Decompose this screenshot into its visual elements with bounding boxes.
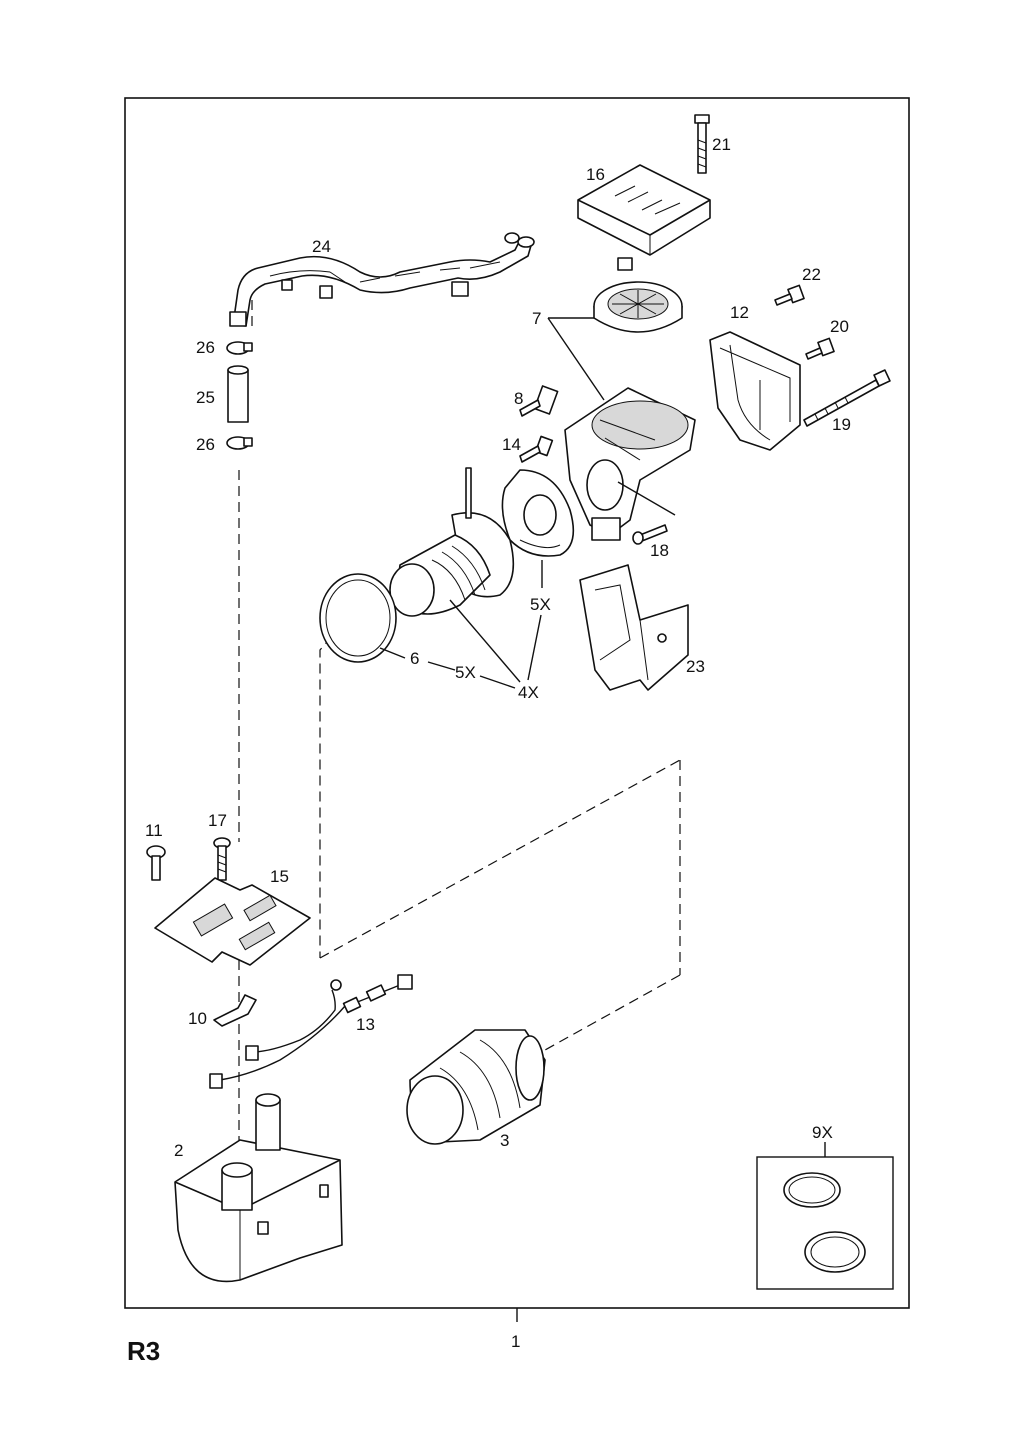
callout-14: 14 (502, 435, 521, 454)
screw-22 (774, 284, 805, 306)
callout-2: 2 (174, 1141, 183, 1160)
motor-7 (593, 281, 683, 333)
callout-7: 7 (532, 309, 541, 328)
hose-clamp-26-lower (226, 436, 253, 450)
callout-18: 18 (650, 541, 669, 560)
gasket-5x (501, 469, 575, 557)
hose-25 (227, 365, 249, 423)
wiring-harness-13 (209, 974, 413, 1089)
screw-11 (146, 845, 166, 881)
callout-5x-lower: 5X (455, 663, 476, 682)
callout-12: 12 (730, 303, 749, 322)
sensor-14 (519, 435, 554, 463)
hose-clamp-26-upper (226, 341, 253, 355)
callout-15: 15 (270, 867, 289, 886)
callout-19: 19 (832, 415, 851, 434)
callout-25: 25 (196, 388, 215, 407)
blower-housing (564, 387, 696, 541)
cover-16 (577, 164, 711, 271)
heat-exchanger-2 (174, 1093, 343, 1283)
callout-24: 24 (312, 237, 331, 256)
callout-11: 11 (145, 821, 163, 840)
callout-13: 13 (356, 1015, 375, 1034)
burner-tube-4x (389, 467, 515, 617)
callout-5x-upper: 5X (530, 595, 551, 614)
page-code: R3 (127, 1336, 160, 1366)
coolant-hose-24 (229, 232, 535, 327)
callout-26-lower: 26 (196, 435, 215, 454)
plate-15 (154, 877, 311, 966)
callout-23: 23 (686, 657, 705, 676)
callout-3: 3 (500, 1131, 509, 1150)
screw-20 (805, 337, 835, 360)
combustion-chamber-3 (406, 1029, 546, 1145)
screw-18 (632, 524, 668, 545)
o-ring-kit-9x (756, 1142, 894, 1290)
callout-6: 6 (410, 649, 419, 668)
clip-10 (213, 994, 257, 1027)
leader-7b (547, 317, 605, 401)
callout-10: 10 (188, 1009, 207, 1028)
callout-8: 8 (514, 389, 523, 408)
screw-17 (213, 837, 231, 881)
housing-cover-12 (709, 331, 801, 451)
bracket-23 (579, 564, 689, 691)
leader-18 (617, 481, 676, 516)
callout-26-upper: 26 (196, 338, 215, 357)
callout-4x: 4X (518, 683, 539, 702)
callout-17: 17 (208, 811, 227, 830)
callout-9x: 9X (812, 1123, 833, 1142)
callout-20: 20 (830, 317, 849, 336)
callout-21: 21 (712, 135, 731, 154)
bolt-19 (803, 369, 891, 427)
leaders-6-5x-4x (379, 599, 542, 689)
callout-1: 1 (511, 1332, 520, 1351)
sensor-8 (519, 385, 559, 417)
callout-22: 22 (802, 265, 821, 284)
callout-16: 16 (586, 165, 605, 184)
seal-ring-6 (319, 573, 397, 663)
bolt-21 (694, 114, 710, 174)
